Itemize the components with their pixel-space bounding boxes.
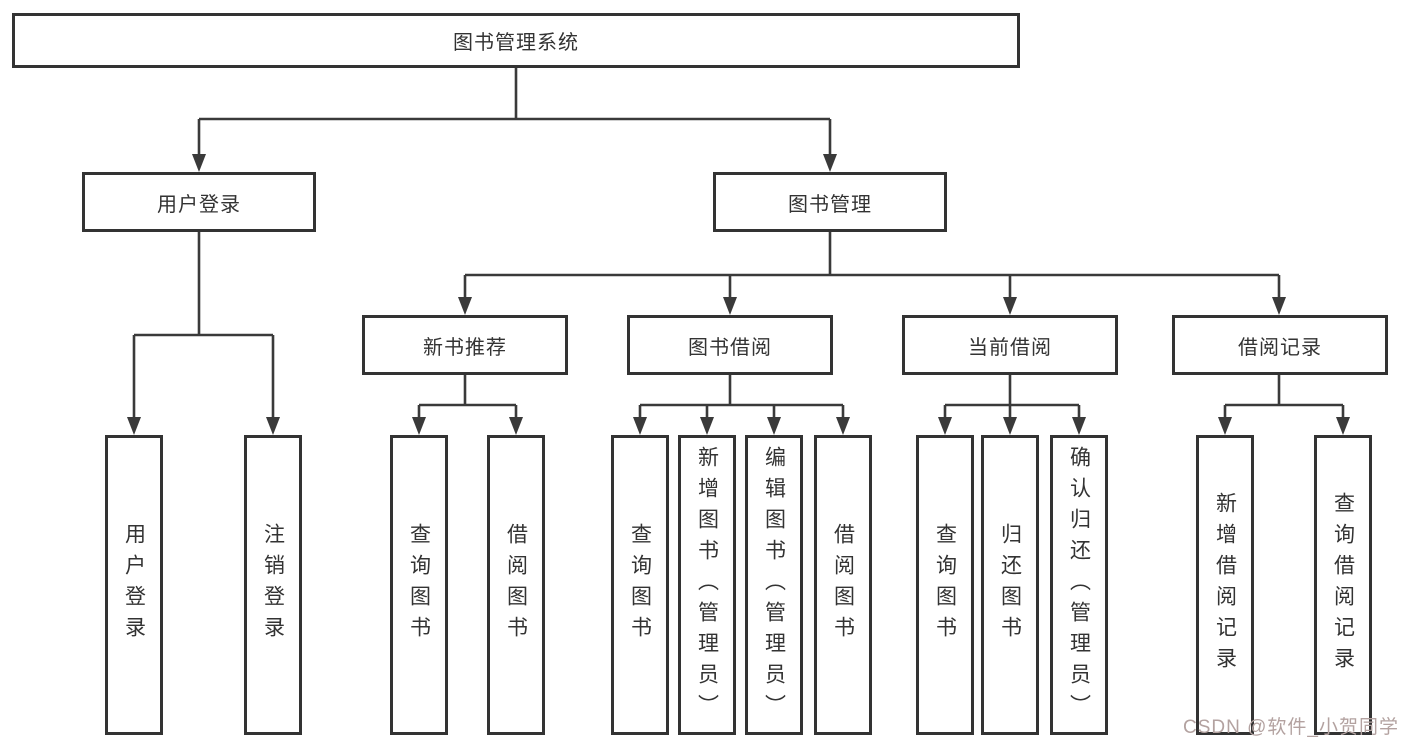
leaf-add-borrowing-record: 新增借阅记录 [1196, 435, 1254, 735]
node-user-login: 用户登录 [82, 172, 316, 232]
leaf-add-books-admin: 新增图书（管理员） [678, 435, 736, 735]
leaf-return-books: 归还图书 [981, 435, 1039, 735]
node-root-system: 图书管理系统 [12, 13, 1020, 68]
leaf-query-books: 查询图书 [611, 435, 669, 735]
node-book-management: 图书管理 [713, 172, 947, 232]
csdn-watermark: CSDN @软件_小贺同学 [1183, 717, 1399, 738]
leaf-borrow-books: 借阅图书 [814, 435, 872, 735]
leaf-query-books: 查询图书 [390, 435, 448, 735]
node-current-borrowing: 当前借阅 [902, 315, 1118, 375]
node-new-book-recommendation: 新书推荐 [362, 315, 568, 375]
connector-segments [132, 68, 1345, 421]
node-borrowing-records: 借阅记录 [1172, 315, 1388, 375]
node-book-borrowing: 图书借阅 [627, 315, 833, 375]
leaf-user-login: 用户登录 [105, 435, 163, 735]
leaf-query-borrowing-record: 查询借阅记录 [1314, 435, 1372, 735]
leaf-edit-books-admin: 编辑图书（管理员） [745, 435, 803, 735]
leaf-query-books: 查询图书 [916, 435, 974, 735]
leaf-logout: 注销登录 [244, 435, 302, 735]
leaf-borrow-books: 借阅图书 [487, 435, 545, 735]
connector-arrows [127, 154, 1350, 435]
leaf-confirm-return-admin: 确认归还（管理员） [1050, 435, 1108, 735]
